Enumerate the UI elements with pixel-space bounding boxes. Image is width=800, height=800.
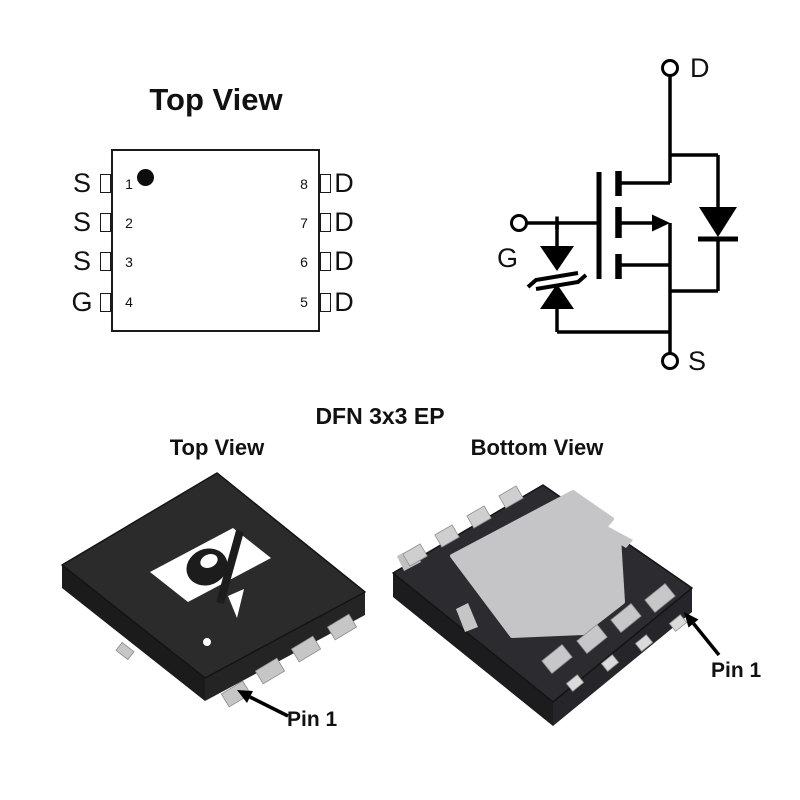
pin-label-1: S [72, 168, 91, 198]
drain-label: D [690, 53, 710, 83]
pin-label-4: G [71, 287, 93, 317]
pin-number-1: 1 [125, 176, 133, 192]
package-top-view-render [61, 472, 366, 708]
zener-bar-lower [535, 273, 588, 291]
pin-tip [600, 654, 620, 672]
pin-tip [668, 614, 688, 632]
pin-land [434, 524, 460, 548]
pin-stub-7 [320, 213, 331, 232]
zener-triangle-upper [540, 246, 574, 271]
pin-label-6: D [334, 246, 354, 276]
pin-label-2: S [72, 207, 91, 237]
pin-number-5: 5 [300, 294, 308, 310]
pin1-indicator-dot [203, 638, 211, 646]
pin-number-3: 3 [125, 254, 133, 270]
package-name: DFN 3x3 EP [315, 403, 445, 429]
zener-triangle-lower [540, 284, 574, 309]
package-pins-top-view [115, 613, 358, 708]
pin-number-2: 2 [125, 215, 133, 231]
source-terminal [661, 352, 679, 370]
pin-label-7: D [334, 207, 354, 237]
package-bottom-view-label: Bottom View [470, 435, 604, 460]
pin-land [402, 543, 428, 567]
pinout-title: Top View [149, 82, 283, 117]
package-bottom-view-render [392, 484, 693, 726]
pin-stub-2 [100, 213, 111, 232]
pin-stub-4 [100, 293, 111, 312]
logo-alpha-stem [216, 529, 244, 605]
pin-tip [565, 674, 585, 692]
pin-number-7: 7 [300, 215, 308, 231]
side-pin-land [115, 641, 135, 661]
pin-tip [634, 634, 654, 652]
drain-terminal [661, 59, 679, 77]
pin-land [610, 603, 642, 633]
package-pins-bottom-view [402, 485, 688, 692]
pin-land [254, 657, 286, 685]
pin-land [466, 505, 492, 529]
arrow-shaft [692, 622, 721, 657]
mosfet-symbol [596, 171, 670, 279]
package-side-right [205, 592, 365, 701]
exposed-pad [450, 490, 625, 638]
exposed-pad-tab-bottom [456, 603, 478, 632]
logo-alpha-hole [200, 554, 218, 568]
pin-land [498, 485, 524, 509]
package-top-view-label: Top View [169, 435, 265, 460]
body-diode [698, 207, 738, 242]
pin-land [326, 613, 358, 641]
pin-stub-1 [100, 174, 111, 193]
pin-stub-5 [320, 293, 331, 312]
pin-label-3: S [72, 246, 91, 276]
body-diode-triangle [699, 207, 737, 237]
pin-label-8: D [334, 168, 354, 198]
pin-1-land [220, 680, 252, 708]
pin-stub-8 [320, 174, 331, 193]
body-arrow [652, 214, 670, 232]
schematic-wires [526, 75, 720, 354]
pin-land [541, 644, 573, 674]
arrow-head [237, 690, 253, 703]
pin1-callout-top-view: Pin 1 [287, 708, 338, 731]
mosfet-schematic [510, 59, 738, 370]
arrow-head [684, 612, 699, 628]
pin1-callout-bottom-view: Pin 1 [711, 659, 762, 682]
exposed-pad-tab-top [601, 526, 633, 548]
pin-label-5: D [334, 287, 354, 317]
gate-terminal [510, 214, 528, 232]
pin-stub-6 [320, 252, 331, 271]
pin1-arrow-top-view [237, 690, 289, 718]
gate-esd-zener [526, 223, 588, 332]
aos-logo-icon [150, 528, 271, 618]
arrow-shaft [249, 695, 289, 718]
pin-number-8: 8 [300, 176, 308, 192]
gate-label: G [497, 243, 519, 273]
pin-land [290, 635, 322, 663]
pin1-arrow-bottom-view [684, 612, 721, 657]
source-label: S [688, 346, 707, 376]
package-side-right [553, 588, 692, 726]
logo-alpha-tail [228, 589, 244, 618]
pin-land [576, 624, 608, 654]
zener-bar-upper [526, 271, 579, 289]
package-side-left [393, 573, 553, 726]
pin1-marker-dot [137, 169, 154, 186]
pin-stub-3 [100, 252, 111, 271]
package-side-left [62, 565, 205, 701]
pin-1-land [644, 583, 676, 613]
pin-number-6: 6 [300, 254, 308, 270]
pin-number-4: 4 [125, 294, 133, 310]
